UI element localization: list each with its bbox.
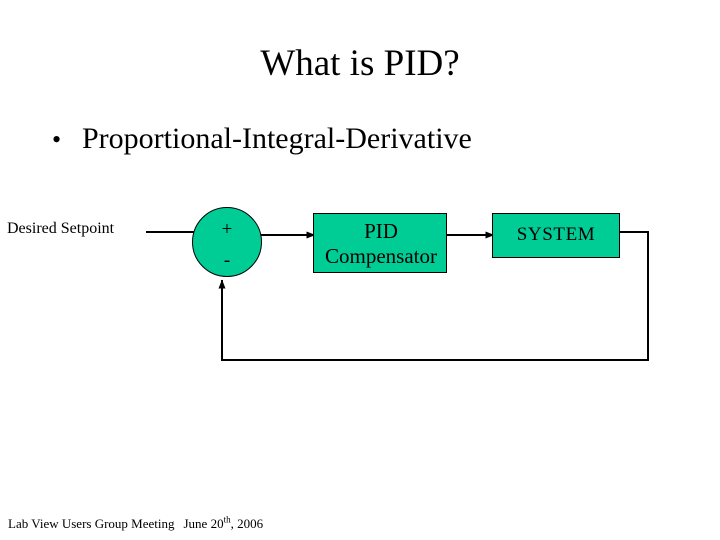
block-system-label: SYSTEM xyxy=(516,224,596,245)
block-system[interactable]: SYSTEM xyxy=(492,213,620,258)
block-pid-label-line1: PID xyxy=(364,219,398,243)
footer-date-prefix: June 20 xyxy=(183,516,224,531)
slide-footer: Lab View Users Group Meeting June 20th, 2… xyxy=(8,515,263,532)
summing-junction[interactable] xyxy=(192,207,262,277)
footer-event-label: Lab View Users Group Meeting xyxy=(8,516,175,531)
bullet-item-label: Proportional-Integral-Derivative xyxy=(82,122,472,155)
desired-setpoint-label: Desired Setpoint xyxy=(7,220,115,237)
summing-junction-plus-sign: + xyxy=(221,219,233,240)
page-title: What is PID? xyxy=(260,43,460,84)
summing-junction-minus-sign: - xyxy=(223,250,231,271)
footer-date-suffix: , 2006 xyxy=(230,516,264,531)
connector-feedback-loop xyxy=(218,231,649,361)
block-pid-compensator[interactable]: PID Compensator xyxy=(313,213,447,273)
bullet-list-item: • Proportional-Integral-Derivative xyxy=(52,120,472,159)
bullet-marker-icon: • xyxy=(52,125,62,154)
block-pid-label-line2: Compensator xyxy=(325,244,437,268)
footer-date-ordinal: th xyxy=(223,514,231,525)
block-pid-text: PID Compensator xyxy=(306,219,456,269)
